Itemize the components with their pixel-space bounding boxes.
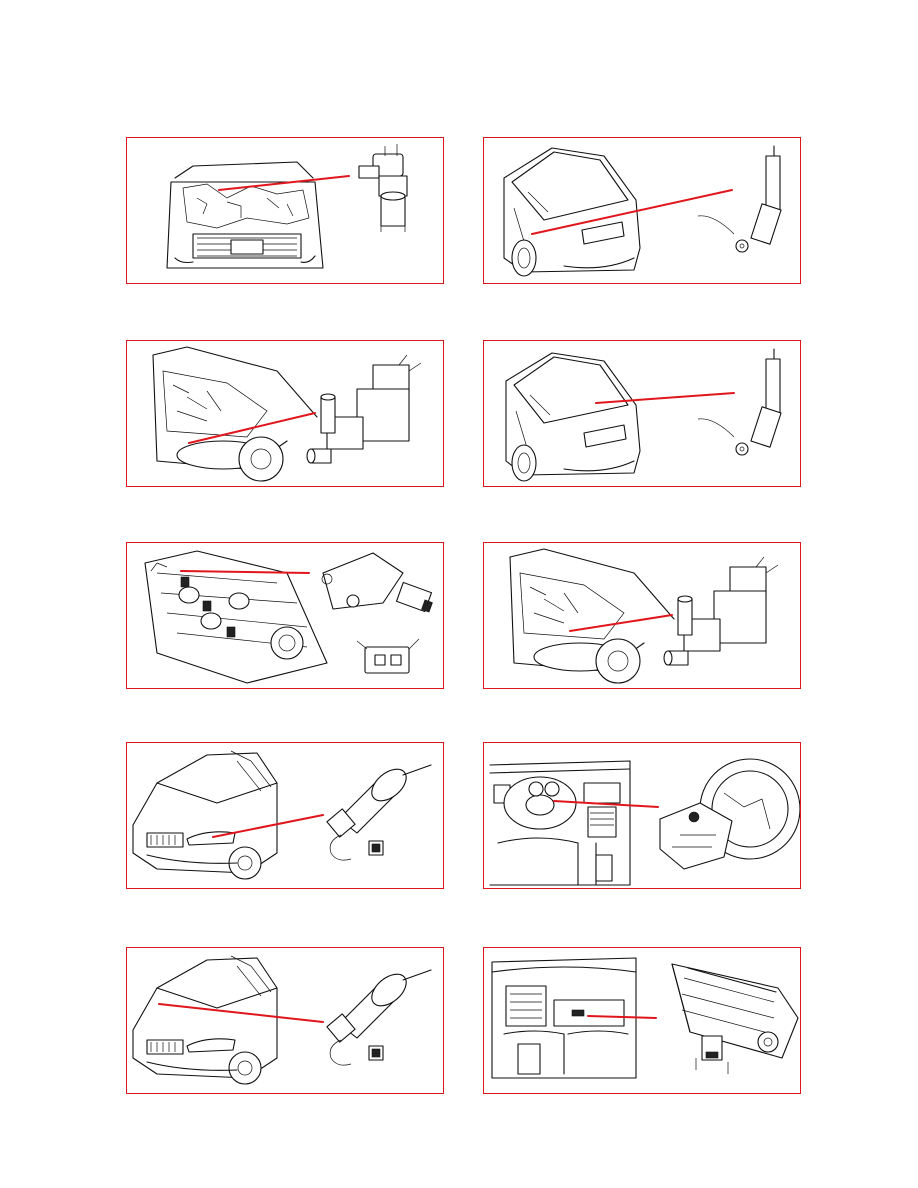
panel-rear-shock bbox=[483, 137, 801, 284]
panel-rear-shock-2 bbox=[483, 340, 801, 487]
engine-bay-front-illustration bbox=[127, 138, 444, 284]
car-front-illustration bbox=[127, 948, 444, 1094]
pointer-line bbox=[213, 815, 323, 837]
sedan-rear-illustration bbox=[484, 341, 801, 487]
engine-top-illustration bbox=[127, 543, 444, 689]
pointer-line bbox=[219, 176, 349, 190]
panel-front-motor-2 bbox=[126, 947, 444, 1094]
panel-engine-actuator bbox=[126, 542, 444, 689]
engine-bay-side-illustration bbox=[484, 543, 801, 689]
dashboard-steering-illustration bbox=[484, 743, 801, 889]
pointer-line bbox=[596, 393, 734, 403]
pointer-line bbox=[532, 190, 732, 234]
pointer-line bbox=[181, 571, 309, 573]
panel-engine-solenoid bbox=[126, 340, 444, 487]
panel-engine-solenoid-2 bbox=[483, 542, 801, 689]
car-front-illustration bbox=[127, 743, 444, 889]
panel-driver-airbag bbox=[483, 742, 801, 889]
dashboard-glovebox-illustration bbox=[484, 948, 801, 1094]
panel-front-motor bbox=[126, 742, 444, 889]
panel-engine-sensor bbox=[126, 137, 444, 284]
sedan-rear-illustration bbox=[484, 138, 801, 284]
pointer-line bbox=[159, 1004, 323, 1022]
panel-passenger-airbag bbox=[483, 947, 801, 1094]
engine-bay-side-illustration bbox=[127, 341, 444, 487]
